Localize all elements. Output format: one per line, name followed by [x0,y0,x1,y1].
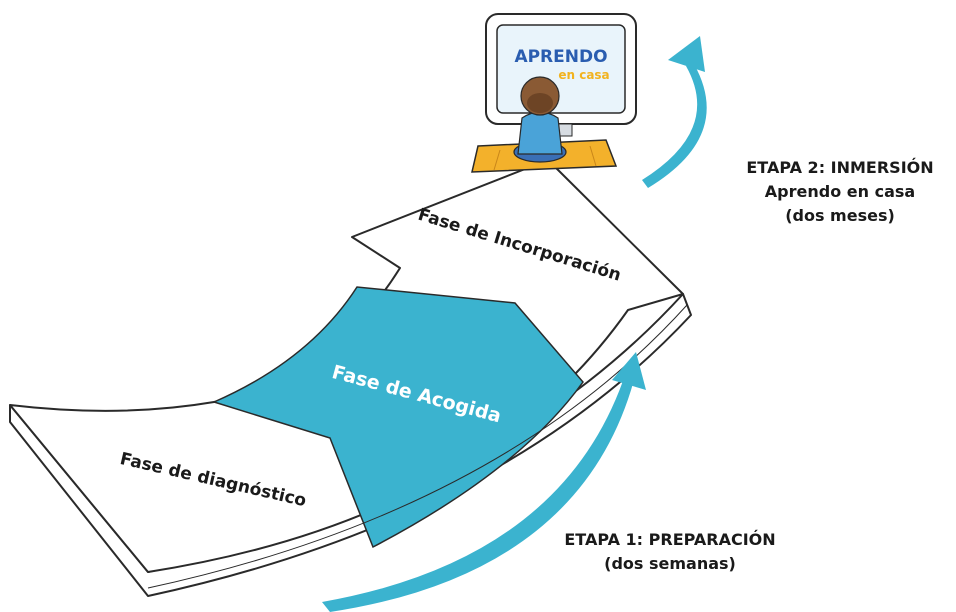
logo-aprendo: APRENDO [514,47,607,67]
child-figure [513,76,567,163]
acogida-region [211,286,584,549]
stage2-curved-arrow [642,36,707,188]
stage1-curved-arrow [322,352,646,612]
stage2-text: ETAPA 2: INMERSIÓN Aprendo en casa (dos … [728,156,952,228]
stage1-duration: (dos semanas) [604,554,736,573]
stage1-text: ETAPA 1: PREPARACIÓN (dos semanas) [540,528,800,576]
stage2-duration: (dos meses) [785,206,895,225]
stage2-subtitle: Aprendo en casa [764,182,916,201]
stage2-title: ETAPA 2: INMERSIÓN [746,158,934,177]
logo-en-casa: en casa [558,68,609,82]
stage1-title: ETAPA 1: PREPARACIÓN [564,530,776,549]
